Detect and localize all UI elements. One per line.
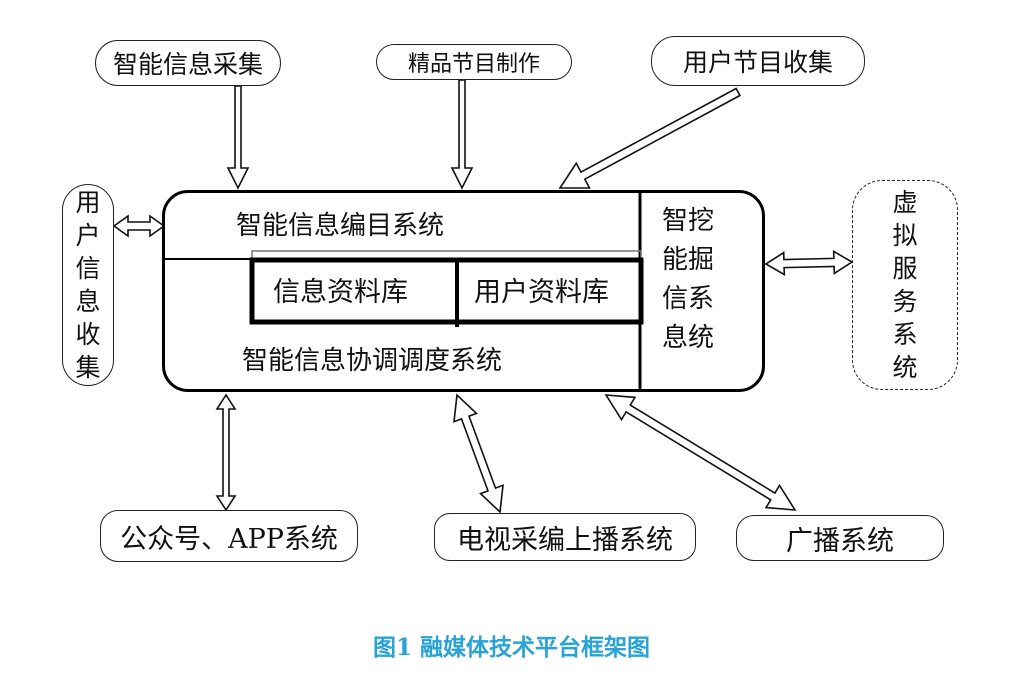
- char: 虚: [892, 188, 918, 217]
- char: 统: [892, 353, 918, 382]
- arrow-premium-to-main: [450, 79, 474, 190]
- node-wechat-app-system: 公众号、APP系统: [100, 510, 358, 562]
- mining-line: 智挖: [662, 206, 715, 236]
- node-user-program-collect: 用户节目收集: [651, 36, 865, 86]
- char: 息: [75, 287, 101, 316]
- mining-system-label: 智挖 能掘 信系 息统: [662, 202, 726, 358]
- node-virtual-service: 虚 拟 服 务 系 统: [852, 180, 958, 390]
- figure-caption: 图1 融媒体技术平台框架图: [372, 634, 650, 661]
- arrow-main-radio: [604, 394, 797, 511]
- char: 收: [75, 320, 101, 349]
- arrow-collect-to-main: [226, 85, 250, 190]
- mining-line: 息统: [662, 323, 715, 353]
- mining-line: 能掘: [662, 245, 715, 275]
- node-tv-broadcast-system: 电视采编上播系统: [434, 513, 696, 561]
- node-smart-info-collect: 智能信息采集: [95, 40, 281, 86]
- char: 服: [892, 254, 918, 283]
- char: 拟: [892, 221, 918, 250]
- char: 系: [892, 320, 918, 349]
- char: 集: [75, 353, 101, 382]
- info-database-label: 信息资料库: [273, 277, 408, 308]
- arrow-user-program-to-main: [558, 87, 741, 189]
- node-radio-system: 广播系统: [736, 515, 944, 561]
- cataloging-system-label: 智能信息编目系统: [236, 211, 445, 241]
- char: 务: [892, 287, 918, 316]
- mining-line: 信系: [662, 284, 715, 314]
- char: 信: [75, 254, 101, 283]
- node-user-info-collect: 用 户 信 息 收 集: [62, 184, 114, 386]
- char: 用: [75, 188, 101, 217]
- char: 户: [75, 221, 101, 250]
- node-premium-program: 精品节目制作: [376, 44, 572, 80]
- coordination-system-label: 智能信息协调调度系统: [242, 346, 503, 376]
- main-platform-box: [162, 190, 765, 392]
- arrow-main-tv: [453, 393, 504, 514]
- db-outline-bold: [249, 257, 644, 325]
- user-database-label: 用户资料库: [474, 277, 609, 308]
